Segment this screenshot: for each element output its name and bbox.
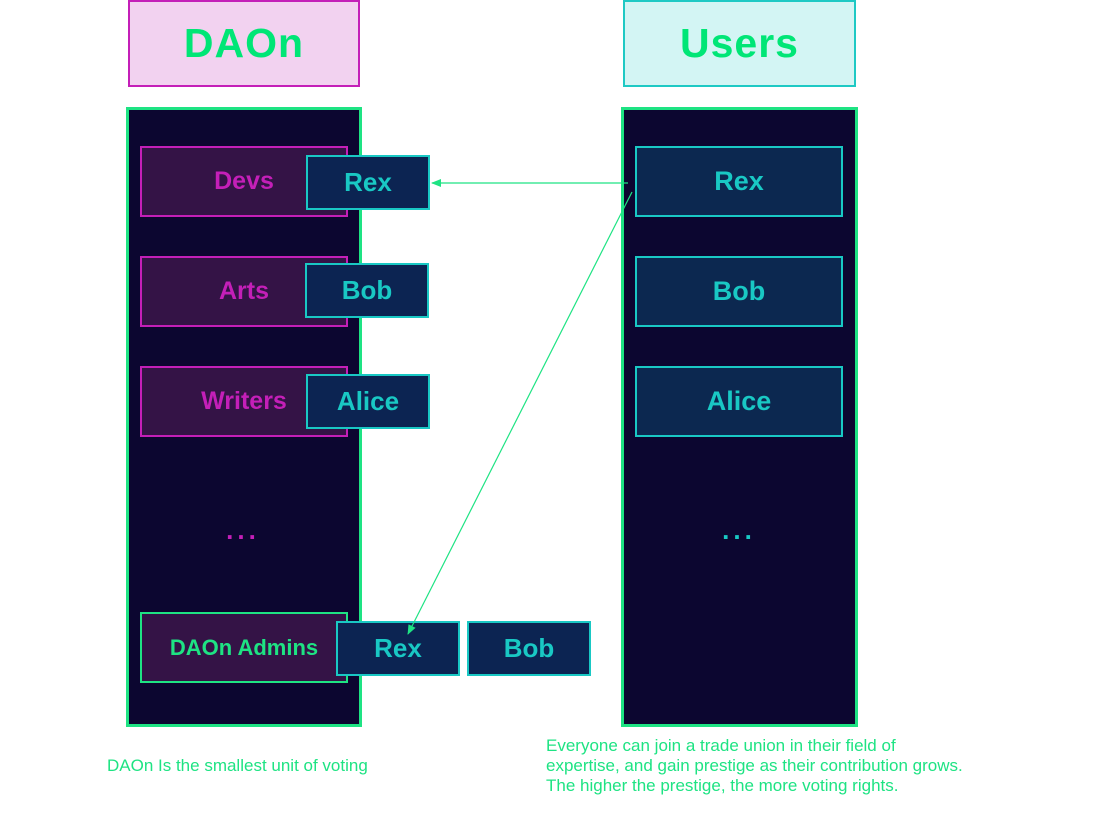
admin-member-bob: Bob [467, 621, 591, 676]
group-member-writers: Alice [306, 374, 430, 429]
user-bob: Bob [635, 256, 843, 327]
user-rex: Rex [635, 146, 843, 217]
member-label: Bob [503, 633, 555, 663]
member-label: Bob [341, 275, 393, 305]
users-ellipsis: ... [722, 515, 756, 545]
group-label-admins: DAOn Admins [169, 634, 319, 660]
users-title: Users [680, 20, 799, 66]
daon-ellipsis: ... [226, 515, 260, 545]
member-label: Rex [374, 633, 422, 663]
group-daon-admins: DAOn Admins [140, 612, 348, 683]
group-member-arts: Bob [305, 263, 429, 318]
user-alice: Alice [635, 366, 843, 437]
users-title-box: Users [623, 0, 856, 87]
daon-title-box: DAOn [128, 0, 360, 87]
member-label: Alice [336, 386, 400, 416]
member-label: Rex [344, 167, 392, 197]
group-label-arts: Arts [218, 277, 269, 305]
user-label: Rex [714, 166, 764, 196]
user-label: Bob [712, 276, 766, 306]
user-label: Alice [706, 386, 772, 416]
users-caption: Everyone can join a trade union in their… [546, 736, 963, 795]
admin-member-rex: Rex [336, 621, 460, 676]
group-label-devs: Devs [214, 167, 274, 195]
daon-title: DAOn [183, 20, 305, 66]
group-member-devs: Rex [306, 155, 430, 210]
arrow-rex-to-admins [407, 191, 633, 635]
group-label-writers: Writers [201, 387, 287, 415]
daon-caption: DAOn Is the smallest unit of voting [107, 756, 368, 775]
